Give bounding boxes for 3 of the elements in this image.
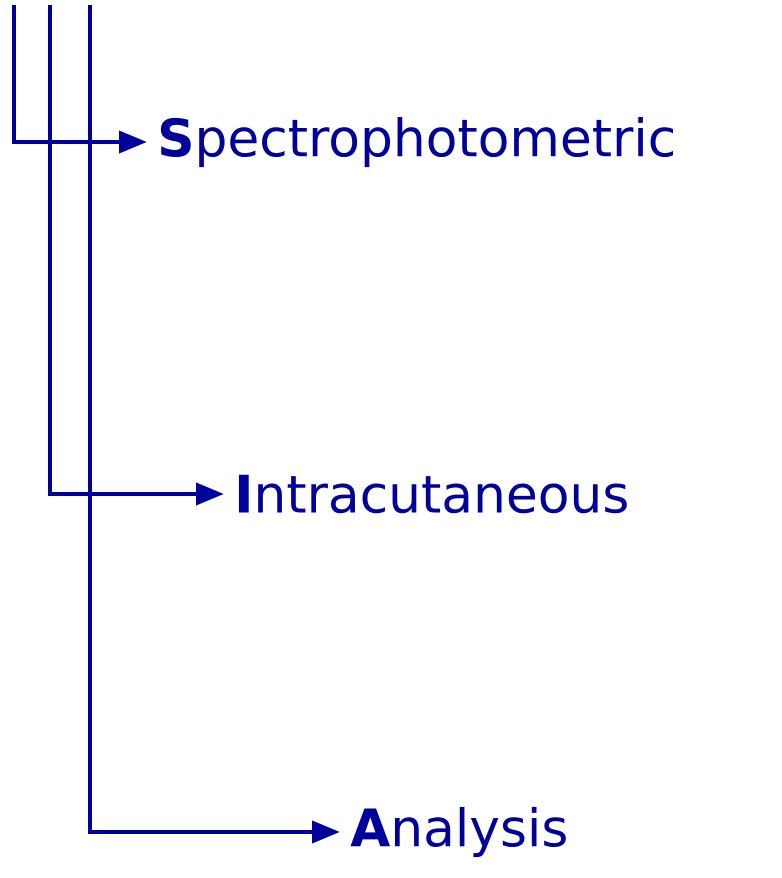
- term-label: Analysis: [350, 806, 566, 858]
- term-label: Spectrophotometric: [160, 116, 674, 168]
- term-label: Intracutaneous: [238, 474, 627, 514]
